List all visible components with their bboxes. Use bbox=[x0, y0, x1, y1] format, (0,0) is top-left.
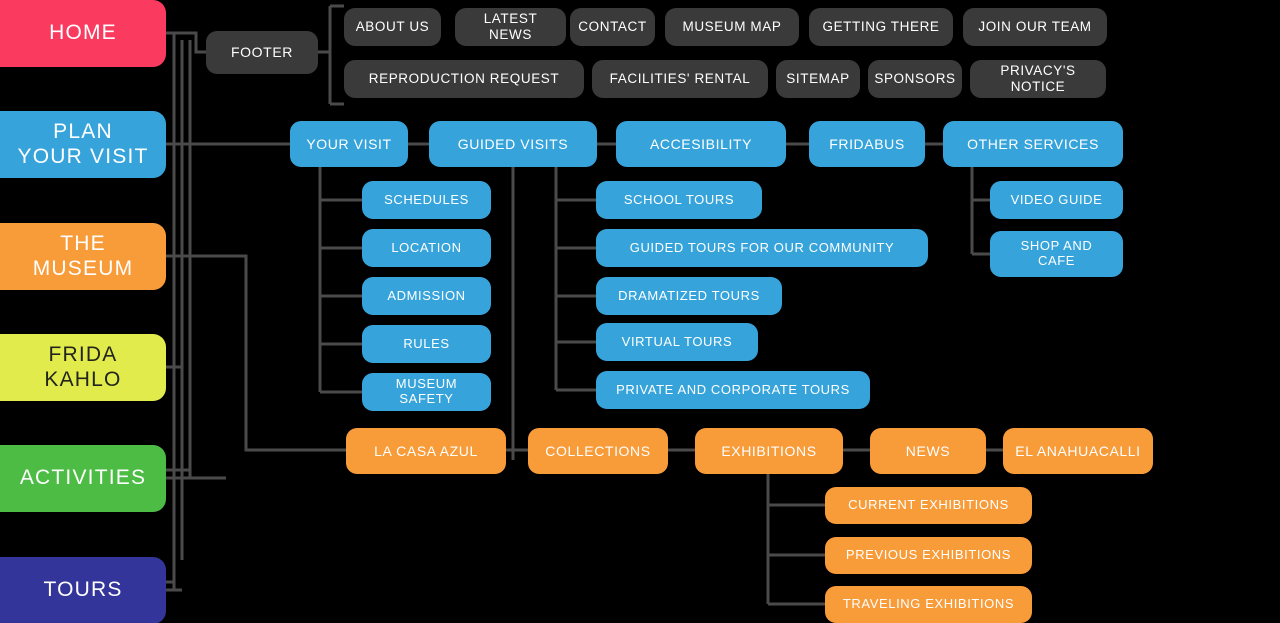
node-rules[interactable]: RULES bbox=[362, 325, 491, 363]
node-school-tours[interactable]: SCHOOL TOURS bbox=[596, 181, 762, 219]
footer-link-privacys-notice[interactable]: PRIVACY'S NOTICE bbox=[970, 60, 1106, 98]
node-shop-and-cafe[interactable]: SHOP AND CAFE bbox=[990, 231, 1123, 277]
node-la-casa-azul[interactable]: LA CASA AZUL bbox=[346, 428, 506, 474]
node-museum-safety[interactable]: MUSEUM SAFETY bbox=[362, 373, 491, 411]
node-guided-tours-for-our-community[interactable]: GUIDED TOURS FOR OUR COMMUNITY bbox=[596, 229, 928, 267]
footer-link-facilities-rental[interactable]: FACILITIES' RENTAL bbox=[592, 60, 768, 98]
node-news[interactable]: NEWS bbox=[870, 428, 986, 474]
node-el-anahuacalli[interactable]: EL ANAHUACALLI bbox=[1003, 428, 1153, 474]
nav-item-tours[interactable]: TOURS bbox=[0, 557, 166, 623]
footer-link-contact[interactable]: CONTACT bbox=[570, 8, 655, 46]
footer-link-sponsors[interactable]: SPONSORS bbox=[868, 60, 962, 98]
footer-link-latest-news[interactable]: LATEST NEWS bbox=[455, 8, 566, 46]
node-collections[interactable]: COLLECTIONS bbox=[528, 428, 668, 474]
node-video-guide[interactable]: VIDEO GUIDE bbox=[990, 181, 1123, 219]
nav-item-activities[interactable]: ACTIVITIES bbox=[0, 445, 166, 512]
node-fridabus[interactable]: FRIDABUS bbox=[809, 121, 925, 167]
node-traveling-exhibitions[interactable]: TRAVELING EXHIBITIONS bbox=[825, 586, 1032, 623]
footer-link-getting-there[interactable]: GETTING THERE bbox=[809, 8, 953, 46]
node-your-visit[interactable]: YOUR VISIT bbox=[290, 121, 408, 167]
node-admission[interactable]: ADMISSION bbox=[362, 277, 491, 315]
node-current-exhibitions[interactable]: CURRENT EXHIBITIONS bbox=[825, 487, 1032, 524]
node-location[interactable]: LOCATION bbox=[362, 229, 491, 267]
node-schedules[interactable]: SCHEDULES bbox=[362, 181, 491, 219]
footer-node[interactable]: FOOTER bbox=[206, 31, 318, 74]
footer-link-museum-map[interactable]: MUSEUM MAP bbox=[665, 8, 799, 46]
node-other-services[interactable]: OTHER SERVICES bbox=[943, 121, 1123, 167]
node-private-and-corporate-tours[interactable]: PRIVATE AND CORPORATE TOURS bbox=[596, 371, 870, 409]
node-previous-exhibitions[interactable]: PREVIOUS EXHIBITIONS bbox=[825, 537, 1032, 574]
node-guided-visits[interactable]: GUIDED VISITS bbox=[429, 121, 597, 167]
node-virtual-tours[interactable]: VIRTUAL TOURS bbox=[596, 323, 758, 361]
node-accesibility[interactable]: ACCESIBILITY bbox=[616, 121, 786, 167]
nav-item-home[interactable]: HOME bbox=[0, 0, 166, 67]
footer-link-join-our-team[interactable]: JOIN OUR TEAM bbox=[963, 8, 1107, 46]
node-exhibitions[interactable]: EXHIBITIONS bbox=[695, 428, 843, 474]
footer-link-sitemap[interactable]: SITEMAP bbox=[776, 60, 860, 98]
footer-link-about-us[interactable]: ABOUT US bbox=[344, 8, 441, 46]
nav-item-plan-your-visit[interactable]: PLAN YOUR VISIT bbox=[0, 111, 166, 178]
footer-link-reproduction-request[interactable]: REPRODUCTION REQUEST bbox=[344, 60, 584, 98]
nav-item-frida-kahlo[interactable]: FRIDA KAHLO bbox=[0, 334, 166, 401]
nav-item-the-museum[interactable]: THE MUSEUM bbox=[0, 223, 166, 290]
node-dramatized-tours[interactable]: DRAMATIZED TOURS bbox=[596, 277, 782, 315]
